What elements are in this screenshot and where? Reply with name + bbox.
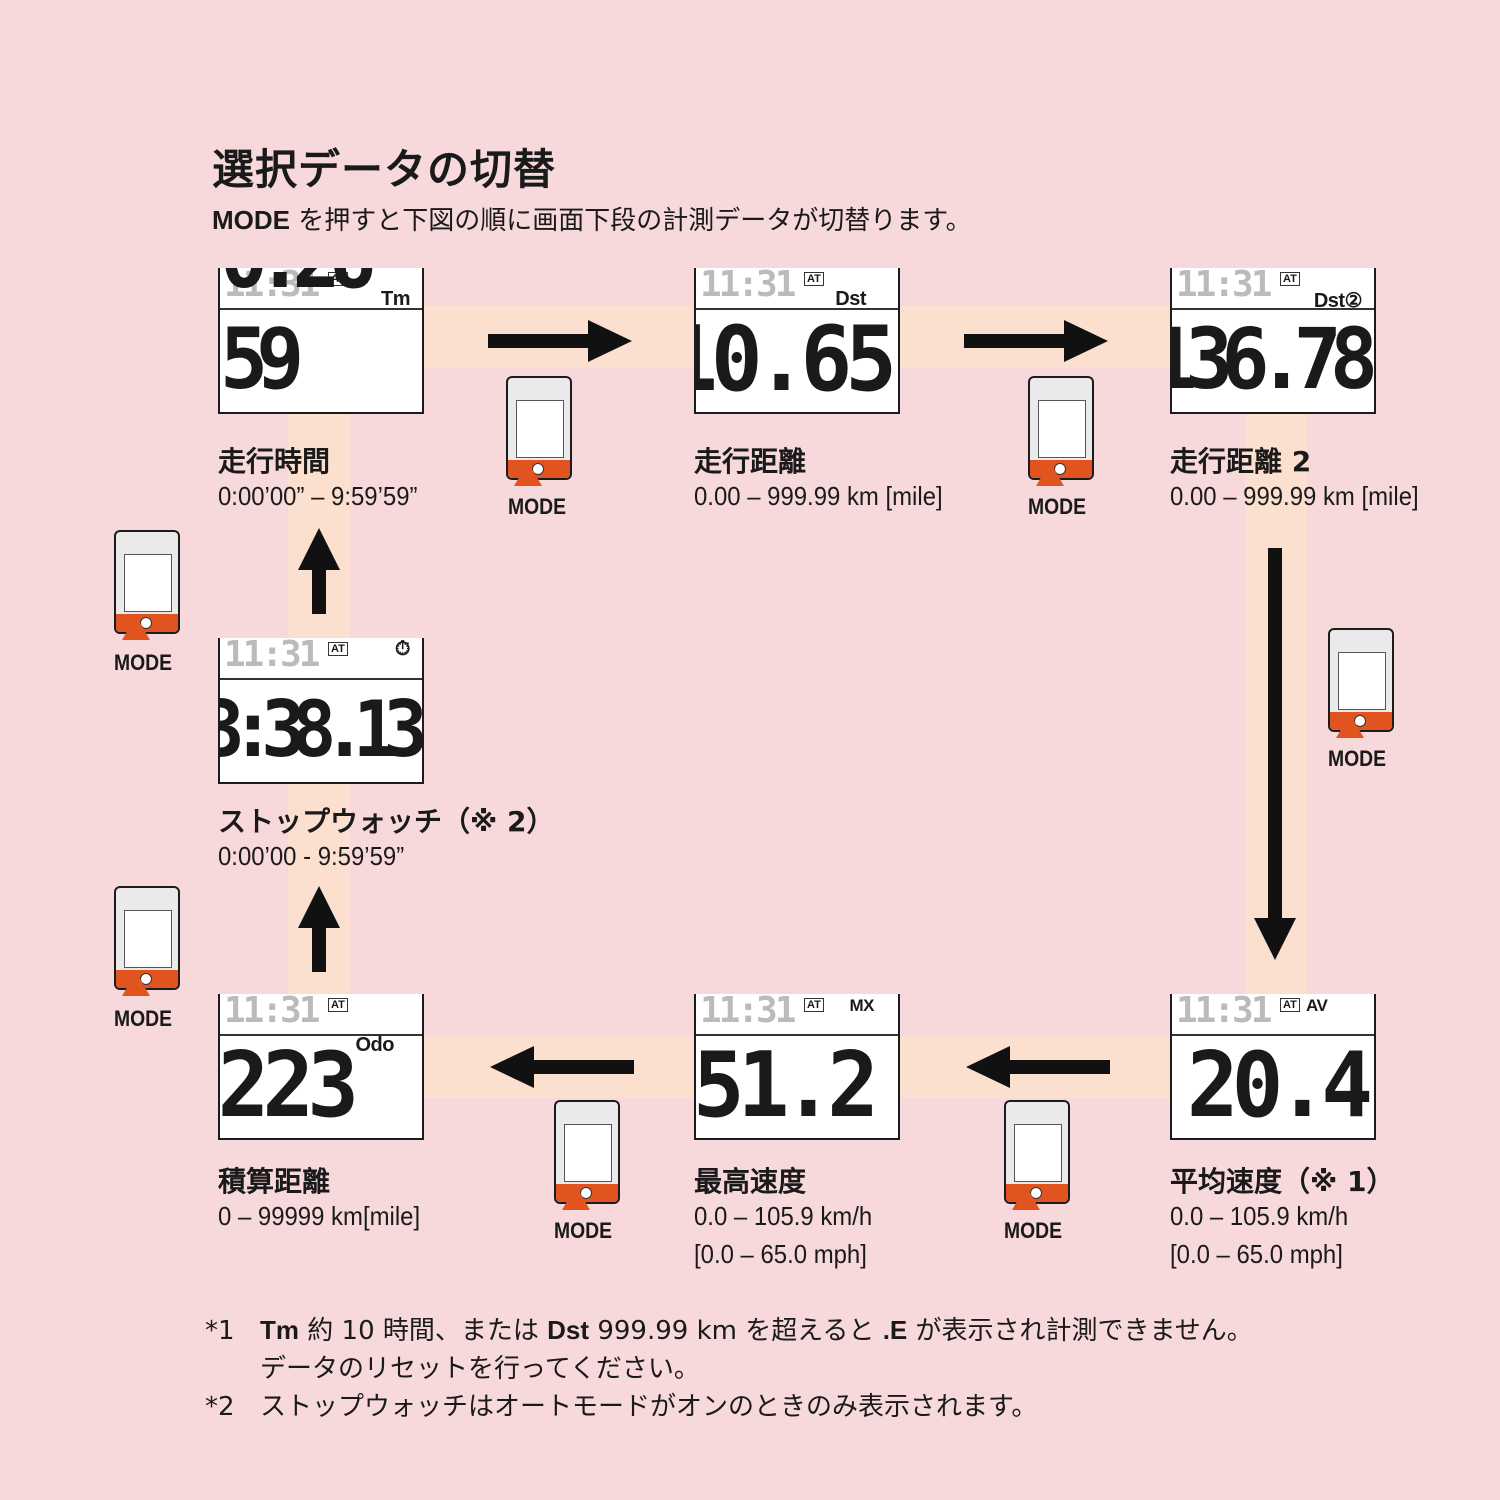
screen-top-row: 11:31 AT [220,268,422,310]
footnote-2: *2 ストップウォッチはオートモードがオンのときのみ表示されます。 [205,1386,1037,1423]
screen-top-row: 11:31 AT [1172,994,1374,1036]
note-text: が表示され計測できません。 [907,1316,1253,1346]
device-mode-icon [114,886,180,996]
footnote-1-line-2: データのリセットを行ってください。 [260,1348,700,1385]
screen-top-row: 11:31 AT [696,268,898,310]
arrow-down-icon [1254,548,1296,960]
note-text: 999.99 km を超えると [589,1316,883,1346]
screen-value: 223 [218,1033,359,1139]
unit-indicator: AV [1306,996,1328,1015]
device-mode-icon [1328,628,1394,738]
mode-label: MODE [508,494,567,519]
at-badge: AT [1280,998,1300,1012]
screen-trip-distance-2: 11:31 AT Dst② 136.78 [1170,268,1376,414]
range-ride-time: 0:00’00” – 9:59’59” [218,481,418,511]
label-trip-distance-2: 走行距離 2 [1170,445,1312,478]
range-average-speed-2: [0.0 – 65.0 mph] [1170,1239,1343,1269]
subtitle-text: を押すと下図の順に画面下段の計測データが切替ります。 [290,206,972,236]
arrow-right-icon [964,320,1108,362]
clock-readout: 11:31 [1176,994,1272,1031]
screen-stopwatch: 11:31 AT ⏱ 3:38.13 [218,638,424,784]
screen-max-speed: 11:31 AT MX 51.2 [694,994,900,1140]
clock-readout: 11:31 [700,994,796,1031]
note-text: データのリセットを行ってください。 [260,1354,700,1384]
range-trip-distance: 0.00 – 999.99 km [mile] [694,481,943,511]
label-max-speed: 最高速度 [694,1165,807,1198]
clock-readout: 11:31 [224,638,320,675]
clock-readout: 11:31 [224,994,320,1031]
screen-top-row: 11:31 AT [696,994,898,1036]
arrow-left-icon [490,1046,634,1088]
screen-value: 51.2 [694,1033,879,1139]
at-badge: AT [804,272,824,286]
footnote-mark: *2 [205,1392,235,1422]
range-max-speed-2: [0.0 – 65.0 mph] [694,1239,867,1269]
label-odometer: 積算距離 [218,1165,331,1198]
screen-top-row: 11:31 AT [220,994,422,1036]
at-badge: AT [804,998,824,1012]
unit-indicator: Dst② [1313,290,1363,312]
mode-label: MODE [554,1218,613,1243]
note-text: 約 10 時間、または [299,1316,548,1346]
device-mode-icon [506,376,572,486]
stopwatch-icon: ⏱ [394,638,411,660]
mode-label: MODE [1028,494,1087,519]
note-term: .E [882,1315,908,1345]
page-subtitle: MODE を押すと下図の順に画面下段の計測データが切替ります。 [212,200,972,237]
at-badge: AT [328,642,348,656]
device-mode-icon [1028,376,1094,486]
range-average-speed-1: 0.0 – 105.9 km/h [1170,1201,1349,1231]
at-badge: AT [1280,272,1300,286]
range-stopwatch: 0:00’00 - 9:59’59” [218,841,405,871]
screen-top-row: 11:31 AT [1172,268,1374,310]
screen-trip-distance: 11:31 AT Dst 10.65 [694,268,900,414]
screen-ride-time: 11:31 AT Tm 0:26 59 [218,268,424,414]
screen-value: 10.65 [696,307,897,413]
label-average-speed: 平均速度（※ 1） [1170,1165,1395,1198]
clock-readout: 11:31 [224,268,320,305]
screen-odometer: 11:31 AT Odo 223 [218,994,424,1140]
screen-value: 0:26 59 [220,268,377,408]
mode-label: MODE [114,1006,173,1031]
arrow-left-icon [966,1046,1110,1088]
arrow-up-icon [298,528,340,614]
page-title: 選択データの切替 [212,145,557,194]
clock-readout: 11:31 [700,268,796,305]
screen-value: 20.4 [1186,1033,1373,1139]
at-badge: AT [328,272,348,286]
subtitle-mode: MODE [212,205,290,235]
screen-value: 136.78 [1170,310,1374,408]
range-trip-distance-2: 0.00 – 999.99 km [mile] [1170,481,1419,511]
at-badge: AT [328,998,348,1012]
device-mode-icon [1004,1100,1070,1210]
label-trip-distance: 走行距離 [694,445,807,478]
arrow-up-icon [298,886,340,972]
unit-indicator: Dst [835,288,866,310]
footnote-mark: *1 [205,1316,235,1346]
clock-readout: 11:31 [1176,268,1272,305]
unit-indicator: MX [849,996,875,1015]
screen-value: 3:38.13 [218,684,422,775]
range-odometer: 0 – 99999 km[mile] [218,1201,421,1231]
mode-label: MODE [1328,746,1387,771]
device-mode-icon [554,1100,620,1210]
device-mode-icon [114,530,180,640]
unit-indicator: Odo [355,1034,395,1056]
range-max-speed-1: 0.0 – 105.9 km/h [694,1201,873,1231]
mode-label: MODE [114,650,173,675]
screen-average-speed: 11:31 AT AV 20.4 [1170,994,1376,1140]
screen-top-row: 11:31 AT [220,638,422,680]
unit-indicator: Tm [381,288,411,310]
label-stopwatch: ストップウォッチ（※ 2） [218,805,555,838]
label-ride-time: 走行時間 [218,445,331,478]
note-text: ストップウォッチはオートモードがオンのときのみ表示されます。 [260,1392,1038,1422]
mode-label: MODE [1004,1218,1063,1243]
arrow-right-icon [488,320,632,362]
note-term: Tm [260,1315,299,1345]
note-term: Dst [547,1315,590,1345]
